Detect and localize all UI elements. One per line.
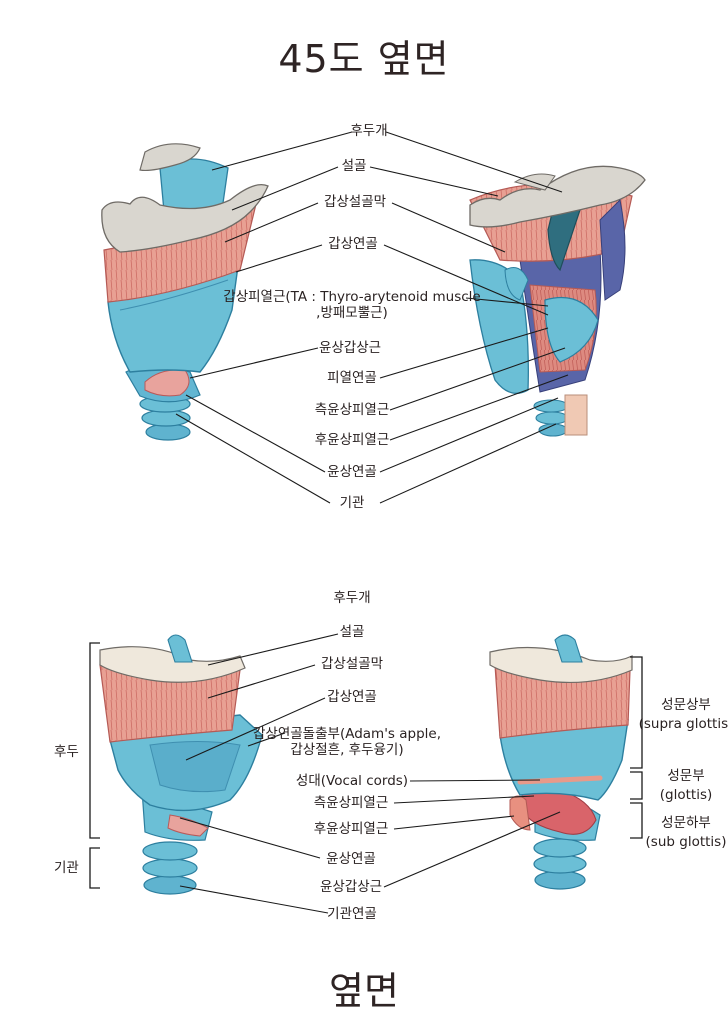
label-posterior-cricoarytenoid-top: 후윤상피열근	[314, 432, 390, 448]
label-thyroid-cartilage-bottom: 갑상연골	[327, 689, 377, 705]
label-thyroid-cartilage-top: 갑상연골	[328, 236, 378, 252]
label-cricothyroid-top: 윤상갑상근	[318, 340, 382, 356]
label-sub-glottis-line1: 성문하부	[661, 815, 711, 831]
label-glottis-line1: 성문부	[667, 768, 705, 784]
label-glottis-line2: (glottis)	[659, 787, 713, 803]
label-ta-muscle-line2: ,방패모뿔근)	[316, 305, 388, 321]
label-lateral-cricoarytenoid-bottom: 측윤상피열근	[313, 795, 389, 811]
page-title: 45도 옆면	[278, 37, 450, 81]
label-supra-glottis-line2: (supra glottis)	[638, 716, 728, 732]
larynx-45deg-left	[101, 143, 269, 441]
left-brackets	[89, 642, 100, 889]
label-posterior-cricoarytenoid-bottom: 후윤상피열근	[313, 821, 389, 837]
label-epiglottis-top: 후두개	[350, 123, 388, 139]
label-arytenoid-top: 피열연골	[327, 370, 377, 386]
label-cricothyroid-bottom: 윤상갑상근	[319, 879, 383, 895]
label-epiglottis-bottom: 후두개	[333, 590, 371, 606]
label-cricoid-top: 윤상연골	[327, 464, 377, 480]
label-supra-glottis-line1: 성문상부	[661, 697, 711, 713]
label-hyoid-top: 설골	[341, 158, 367, 174]
bottom-leader-lines	[179, 633, 561, 914]
larynx-side-right	[489, 634, 633, 890]
label-ta-muscle-line1: 갑상피열근(TA : Thyro-arytenoid muscle	[223, 289, 481, 305]
label-sub-glottis-line2: (sub glottis)	[645, 834, 727, 850]
hyoid-bone-top-left	[101, 183, 269, 253]
label-trachea-top: 기관	[339, 495, 365, 511]
larynx-45deg-right	[469, 165, 646, 437]
label-lateral-cricoarytenoid-top: 측윤상피열근	[314, 402, 390, 418]
right-brackets	[630, 656, 643, 839]
label-larynx-bracket: 후두	[54, 744, 79, 760]
top-leader-lines	[175, 131, 569, 504]
label-hyoid-bottom: 설골	[339, 624, 365, 640]
label-thyrohyoid-membrane-top: 갑상설골막	[323, 194, 387, 210]
larynx-side-left	[99, 634, 263, 895]
label-tracheal-cartilage: 기관연골	[327, 906, 377, 922]
label-vocal-cords: 성대(Vocal cords)	[295, 773, 409, 789]
label-adams-apple-line1: 갑상연골돌출부(Adam's apple,	[253, 726, 441, 742]
label-adams-apple-line2: 갑상절흔, 후두융기)	[290, 742, 404, 758]
label-trachea-bracket: 기관	[54, 860, 79, 876]
label-cricoid-bottom: 윤상연골	[326, 851, 376, 867]
cricothyroid-muscle-top-left	[144, 369, 190, 397]
section-title: 옆면	[329, 969, 399, 1013]
label-thyrohyoid-membrane-bottom: 갑상설골막	[320, 656, 384, 672]
